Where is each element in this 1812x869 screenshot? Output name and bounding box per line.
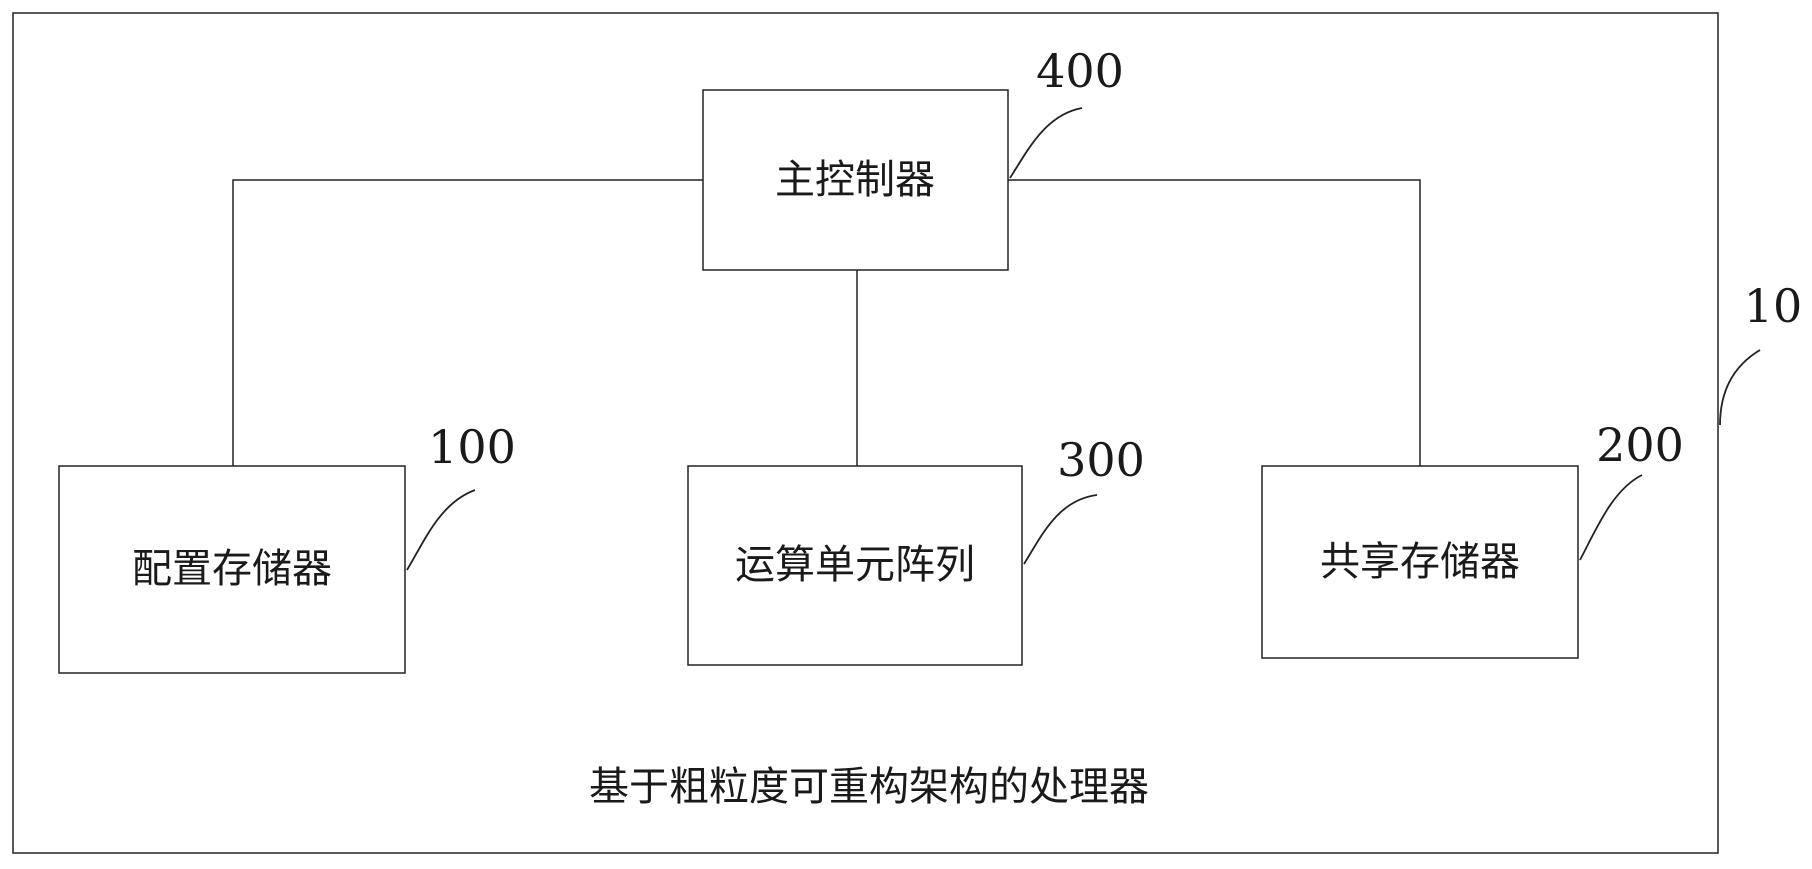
wire-controller-to-shared-memory bbox=[1008, 179, 1421, 466]
compute-array-block: 运算单元阵列 bbox=[687, 465, 1023, 666]
config-memory-block: 配置存储器 bbox=[58, 465, 406, 674]
ref-10: 10 bbox=[1744, 279, 1803, 333]
ref-200: 200 bbox=[1596, 418, 1684, 472]
ref-100-leader bbox=[406, 489, 476, 571]
ref-100-group: 100 bbox=[406, 420, 516, 571]
shared-memory-box bbox=[1261, 465, 1579, 659]
ref-200-leader bbox=[1579, 474, 1643, 561]
ref-400: 400 bbox=[1036, 44, 1124, 98]
config-memory-label: 配置存储器 bbox=[132, 546, 332, 592]
compute-array-box bbox=[687, 465, 1023, 666]
main-controller-block: 主控制器 bbox=[702, 89, 1009, 271]
shared-memory-label: 共享存储器 bbox=[1320, 539, 1520, 585]
connection-wires bbox=[232, 179, 1421, 466]
wire-controller-to-config-memory bbox=[232, 179, 703, 466]
ref-100: 100 bbox=[428, 420, 516, 474]
diagram-caption: 基于粗粒度可重构架构的处理器 bbox=[589, 764, 1149, 810]
ref-10-leader bbox=[1719, 349, 1761, 426]
shared-memory-block: 共享存储器 bbox=[1261, 465, 1579, 659]
ref-10-group: 10 bbox=[1719, 279, 1803, 426]
ref-300: 300 bbox=[1057, 433, 1145, 487]
compute-array-label: 运算单元阵列 bbox=[735, 542, 975, 588]
system-frame bbox=[12, 12, 1719, 854]
config-memory-box bbox=[58, 465, 406, 674]
main-controller-label: 主控制器 bbox=[775, 157, 935, 203]
ref-300-leader bbox=[1023, 494, 1098, 565]
ref-200-group: 200 bbox=[1579, 418, 1684, 561]
ref-400-group: 400 bbox=[1009, 44, 1124, 179]
ref-400-leader bbox=[1009, 107, 1083, 179]
ref-300-group: 300 bbox=[1023, 433, 1145, 565]
main-controller-box bbox=[702, 89, 1009, 271]
